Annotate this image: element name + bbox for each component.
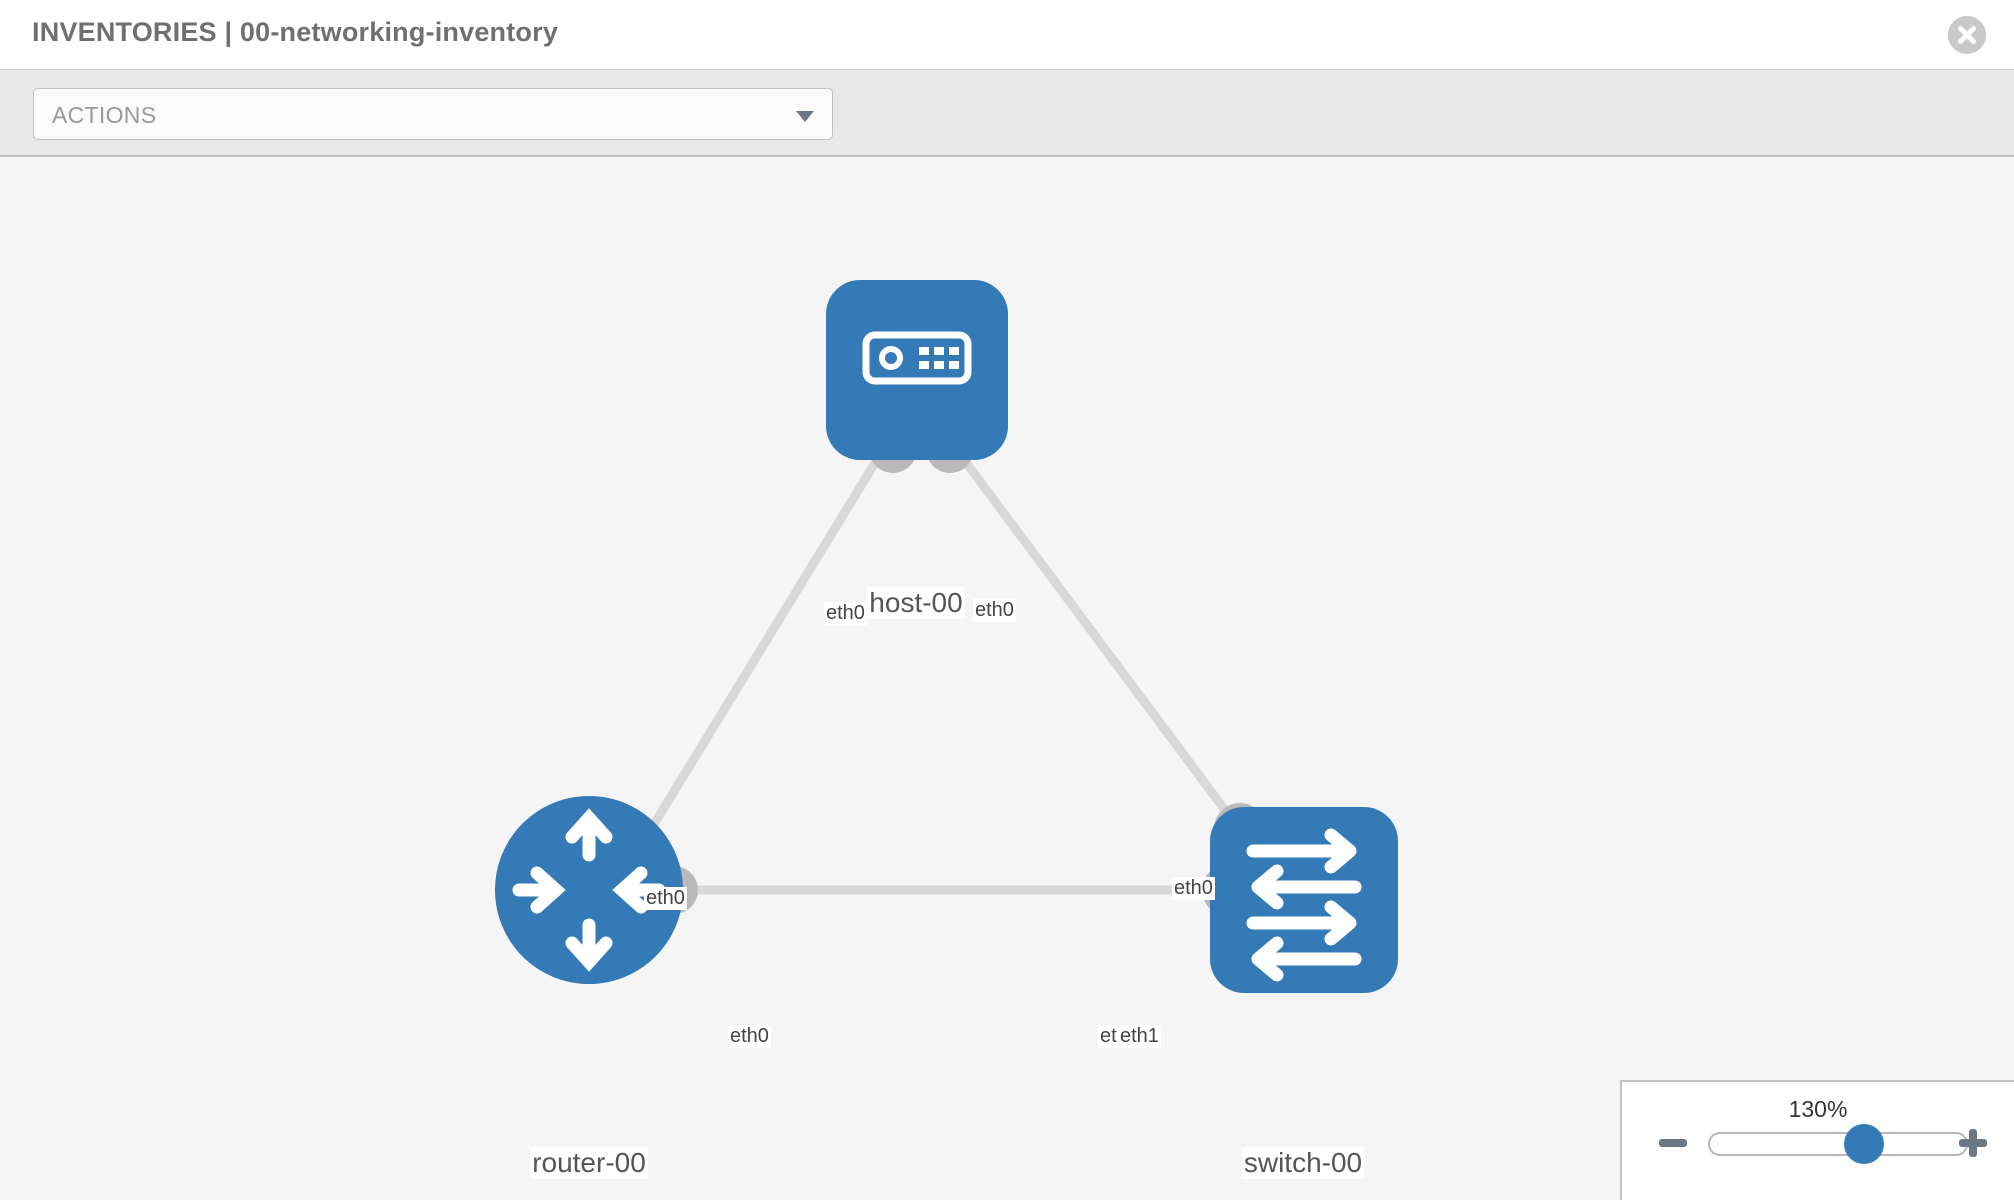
zoom-slider-track[interactable] [1708, 1132, 1968, 1156]
zoom-level-value: 130% [1788, 1096, 1848, 1122]
toolbar: ACTIONS SEARCH [0, 70, 2014, 210]
page-title: INVENTORIES | 00-networking-inventory [32, 17, 559, 47]
topology-links [636, 442, 1249, 895]
node-label-switch-00[interactable]: switch-00 [1241, 1147, 1365, 1179]
iface-label-host-right: eth0 [973, 599, 1016, 622]
iface-label-switch-west: eth1 [1118, 1025, 1161, 1048]
node-router-00 [495, 796, 683, 984]
actions-dropdown-label: ACTIONS [52, 102, 157, 128]
actions-dropdown[interactable]: ACTIONS [33, 88, 833, 140]
close-icon[interactable] [1948, 16, 1986, 54]
node-label-host-00[interactable]: host-00 [867, 587, 965, 619]
iface-label-host-left: eth0 [824, 602, 867, 625]
iface-label-router-east: eth0 [728, 1025, 771, 1048]
plus-icon[interactable] [1956, 1126, 1990, 1160]
node-label-router-00[interactable]: router-00 [530, 1147, 648, 1179]
minus-icon[interactable] [1656, 1126, 1690, 1160]
window-header: INVENTORIES | 00-networking-inventory [0, 0, 2014, 70]
link-host-router [636, 442, 890, 850]
topology-canvas[interactable]: host-00 router-00 switch-00 eth0 eth0 et… [0, 157, 2014, 1200]
node-host-00 [826, 280, 1008, 460]
chevron-down-icon [796, 111, 814, 122]
iface-label-switch-north: eth0 [1172, 877, 1215, 900]
zoom-slider-thumb[interactable] [1844, 1124, 1884, 1164]
node-switch-00 [1210, 807, 1398, 993]
interface-handles [650, 425, 1266, 916]
topology-graph [495, 280, 1398, 993]
zoom-control-panel: 130% [1620, 1080, 2014, 1200]
link-host-switch [949, 442, 1249, 840]
iface-label-router-north: eth0 [644, 887, 687, 910]
